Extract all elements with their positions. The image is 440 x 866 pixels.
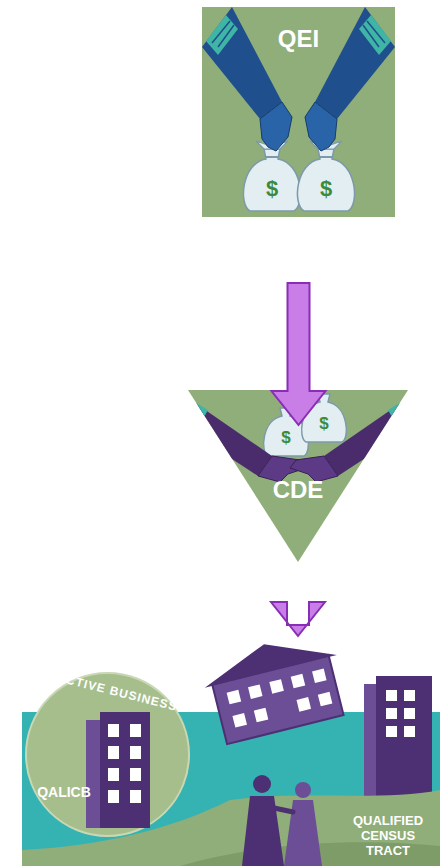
cde-triangle: CDE bbox=[188, 390, 408, 562]
node-label: CDE bbox=[248, 476, 348, 504]
node-label: QUALIFIED CENSUS TRACT bbox=[340, 814, 436, 859]
dollar-sign: $ bbox=[320, 176, 332, 202]
window bbox=[227, 690, 242, 705]
census-tract-band: QUALIFIED CENSUS TRACT ACTIVE BUSINESSQAL… bbox=[22, 668, 440, 866]
window bbox=[386, 690, 397, 701]
town-scene bbox=[22, 628, 440, 866]
window bbox=[269, 679, 284, 694]
dollar-sign: $ bbox=[281, 428, 290, 448]
dollar-sign: $ bbox=[319, 414, 328, 434]
window bbox=[296, 697, 311, 712]
window bbox=[404, 690, 415, 701]
window bbox=[248, 684, 263, 699]
node-label: QALICB bbox=[27, 784, 101, 800]
box-shape bbox=[202, 7, 395, 217]
qei-box: QEI bbox=[202, 7, 395, 217]
flow-arrow bbox=[271, 602, 325, 636]
window bbox=[318, 692, 333, 707]
house-roof bbox=[198, 628, 337, 688]
window bbox=[312, 668, 327, 683]
triangle-shape bbox=[188, 390, 408, 562]
dollar-sign: $ bbox=[266, 176, 278, 202]
window bbox=[291, 674, 306, 689]
business-circle: ACTIVE BUSINESSQALICB bbox=[25, 672, 190, 837]
node-label: QEI bbox=[202, 25, 395, 53]
